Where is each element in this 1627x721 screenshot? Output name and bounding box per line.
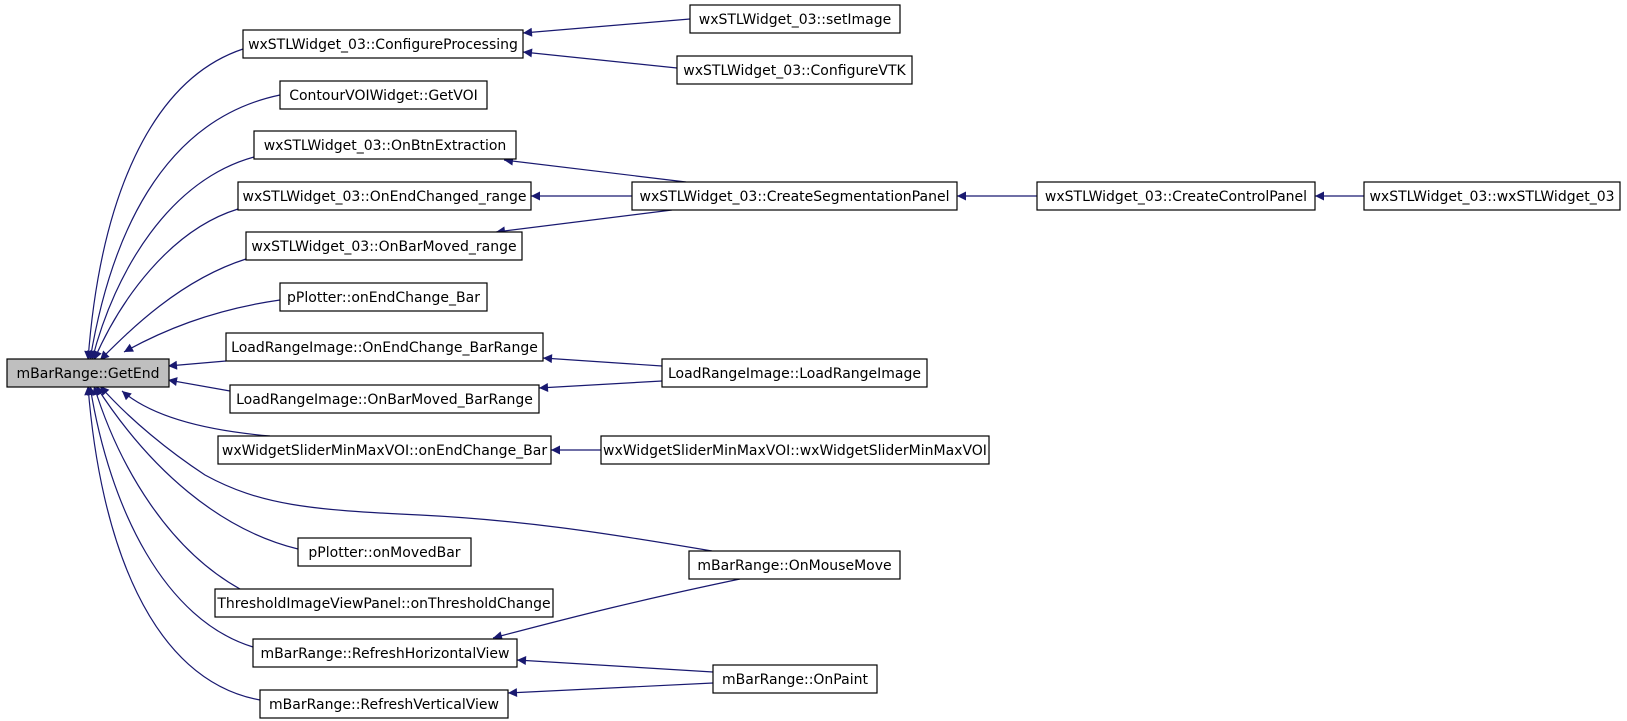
node-onmousemove[interactable]: mBarRange::OnMouseMove [688, 550, 901, 580]
edge-ponendchange-to-getend [123, 299, 281, 353]
edge-createseg-to-onbarmovedrange [495, 209, 673, 236]
node-label: wxSTLWidget_03::ConfigureProcessing [248, 37, 518, 53]
node-wxstl[interactable]: wxSTLWidget_03::wxSTLWidget_03 [1363, 181, 1621, 211]
edge-setimage-to-configproc [522, 18, 691, 37]
node-label: wxSTLWidget_03::OnBarMoved_range [251, 239, 516, 255]
node-box [1036, 181, 1316, 211]
node-label: pPlotter::onMovedBar [308, 545, 460, 561]
node-onbtn[interactable]: wxSTLWidget_03::OnBtnExtraction [253, 130, 517, 160]
node-box [661, 358, 928, 388]
node-box [600, 435, 990, 465]
node-box [225, 332, 544, 362]
node-refreshh[interactable]: mBarRange::RefreshHorizontalView [252, 638, 518, 668]
node-box [259, 689, 509, 719]
edge-ponmovedbar-to-getend [95, 385, 299, 550]
edge-refreshv-to-getend [84, 385, 261, 701]
node-box [1363, 181, 1621, 211]
node-box [237, 181, 532, 211]
node-threshold[interactable]: ThresholdImageViewPanel::onThresholdChan… [214, 588, 554, 618]
node-label: mBarRange::OnMouseMove [697, 558, 891, 574]
edge-wxslideronend-to-getend [121, 390, 271, 437]
node-label: ContourVOIWidget::GetVOI [289, 88, 478, 104]
node-label: mBarRange::RefreshHorizontalView [261, 646, 510, 662]
node-box [245, 231, 523, 261]
node-label: mBarRange::OnPaint [722, 672, 868, 688]
node-label: wxWidgetSliderMinMaxVOI::onEndChange_Bar [222, 443, 547, 459]
node-box [229, 384, 540, 414]
node-box [631, 181, 958, 211]
node-lrionbar[interactable]: LoadRangeImage::OnBarMoved_BarRange [229, 384, 540, 414]
node-box [279, 282, 488, 312]
edge-refreshh-to-getend [86, 385, 254, 648]
edge-configproc-to-getend [84, 48, 244, 361]
node-label: ThresholdImageViewPanel::onThresholdChan… [216, 596, 550, 612]
node-refreshv[interactable]: mBarRange::RefreshVerticalView [259, 689, 509, 719]
node-label: wxSTLWidget_03::OnBtnExtraction [264, 138, 507, 154]
edge-configvtk-to-configproc [522, 48, 678, 69]
node-label: mBarRange::RefreshVerticalView [269, 697, 499, 713]
node-box [297, 537, 472, 567]
edge-onmousemove-to-getend [99, 385, 713, 552]
node-label: wxSTLWidget_03::OnEndChanged_range [243, 189, 527, 205]
node-getend[interactable]: mBarRange::GetEnd [6, 358, 170, 388]
edge-threshold-to-getend [92, 385, 241, 590]
node-lrionend[interactable]: LoadRangeImage::OnEndChange_BarRange [225, 332, 544, 362]
node-box [217, 435, 552, 465]
node-label: wxSTLWidget_03::CreateSegmentationPanel [640, 189, 950, 205]
nodes: mBarRange::GetEnd wxSTLWidget_03::Configu… [6, 4, 1621, 719]
node-onpaint[interactable]: mBarRange::OnPaint [712, 664, 878, 694]
edge-lrionend-to-getend [167, 360, 227, 370]
node-label: wxSTLWidget_03::ConfigureVTK [683, 63, 906, 79]
node-box [676, 55, 913, 85]
edge-lrionbar-to-getend [167, 377, 231, 392]
node-createseg[interactable]: wxSTLWidget_03::CreateSegmentationPanel [631, 181, 958, 211]
edge-onmousemove-to-refreshh [492, 578, 741, 641]
node-ponmovedbar[interactable]: pPlotter::onMovedBar [297, 537, 472, 567]
edge-onbarmovedrange-to-getend [99, 258, 247, 361]
node-onendrange[interactable]: wxSTLWidget_03::OnEndChanged_range [237, 181, 532, 211]
node-wxslideronend[interactable]: wxWidgetSliderMinMaxVOI::onEndChange_Bar [217, 435, 552, 465]
node-label: LoadRangeImage::OnEndChange_BarRange [231, 340, 538, 356]
node-getvoi[interactable]: ContourVOIWidget::GetVOI [279, 80, 488, 110]
node-label: LoadRangeImage::OnBarMoved_BarRange [236, 392, 533, 408]
node-box [253, 130, 517, 160]
node-label: LoadRangeImage::LoadRangeImage [668, 366, 921, 382]
edge-onbtn-to-getend [89, 156, 255, 361]
node-box [214, 588, 554, 618]
node-box [252, 638, 518, 668]
node-configvtk[interactable]: wxSTLWidget_03::ConfigureVTK [676, 55, 913, 85]
node-box [689, 4, 901, 34]
node-label: mBarRange::GetEnd [17, 366, 160, 382]
node-box [712, 664, 878, 694]
node-label: wxSTLWidget_03::wxSTLWidget_03 [1369, 189, 1614, 205]
node-onbarmovedrange[interactable]: wxSTLWidget_03::OnBarMoved_range [245, 231, 523, 261]
node-label: wxSTLWidget_03::setImage [699, 12, 891, 28]
node-ponendchange[interactable]: pPlotter::onEndChange_Bar [279, 282, 488, 312]
node-setimage[interactable]: wxSTLWidget_03::setImage [689, 4, 901, 34]
node-box [279, 80, 488, 110]
node-lriload[interactable]: LoadRangeImage::LoadRangeImage [661, 358, 928, 388]
node-box [242, 29, 524, 59]
edge-lriload-to-lrionend [542, 354, 663, 367]
edge-onendrange-to-getend [93, 208, 239, 361]
edge-onpaint-to-refreshv [507, 682, 714, 698]
edge-createseg-to-onbtn [503, 156, 687, 183]
node-box [6, 358, 170, 388]
edge-getvoi-to-getend [87, 94, 281, 361]
edge-onpaint-to-refreshh [516, 656, 714, 673]
node-label: pPlotter::onEndChange_Bar [287, 290, 480, 306]
node-wxsliderctor[interactable]: wxWidgetSliderMinMaxVOI::wxWidgetSliderM… [600, 435, 990, 465]
edges [84, 18, 1364, 701]
node-createctrl[interactable]: wxSTLWidget_03::CreateControlPanel [1036, 181, 1316, 211]
node-configproc[interactable]: wxSTLWidget_03::ConfigureProcessing [242, 29, 524, 59]
edge-lriload-to-lrionbar [538, 380, 663, 392]
node-box [688, 550, 901, 580]
node-label: wxSTLWidget_03::CreateControlPanel [1045, 189, 1307, 205]
node-label: wxWidgetSliderMinMaxVOI::wxWidgetSliderM… [603, 443, 987, 459]
